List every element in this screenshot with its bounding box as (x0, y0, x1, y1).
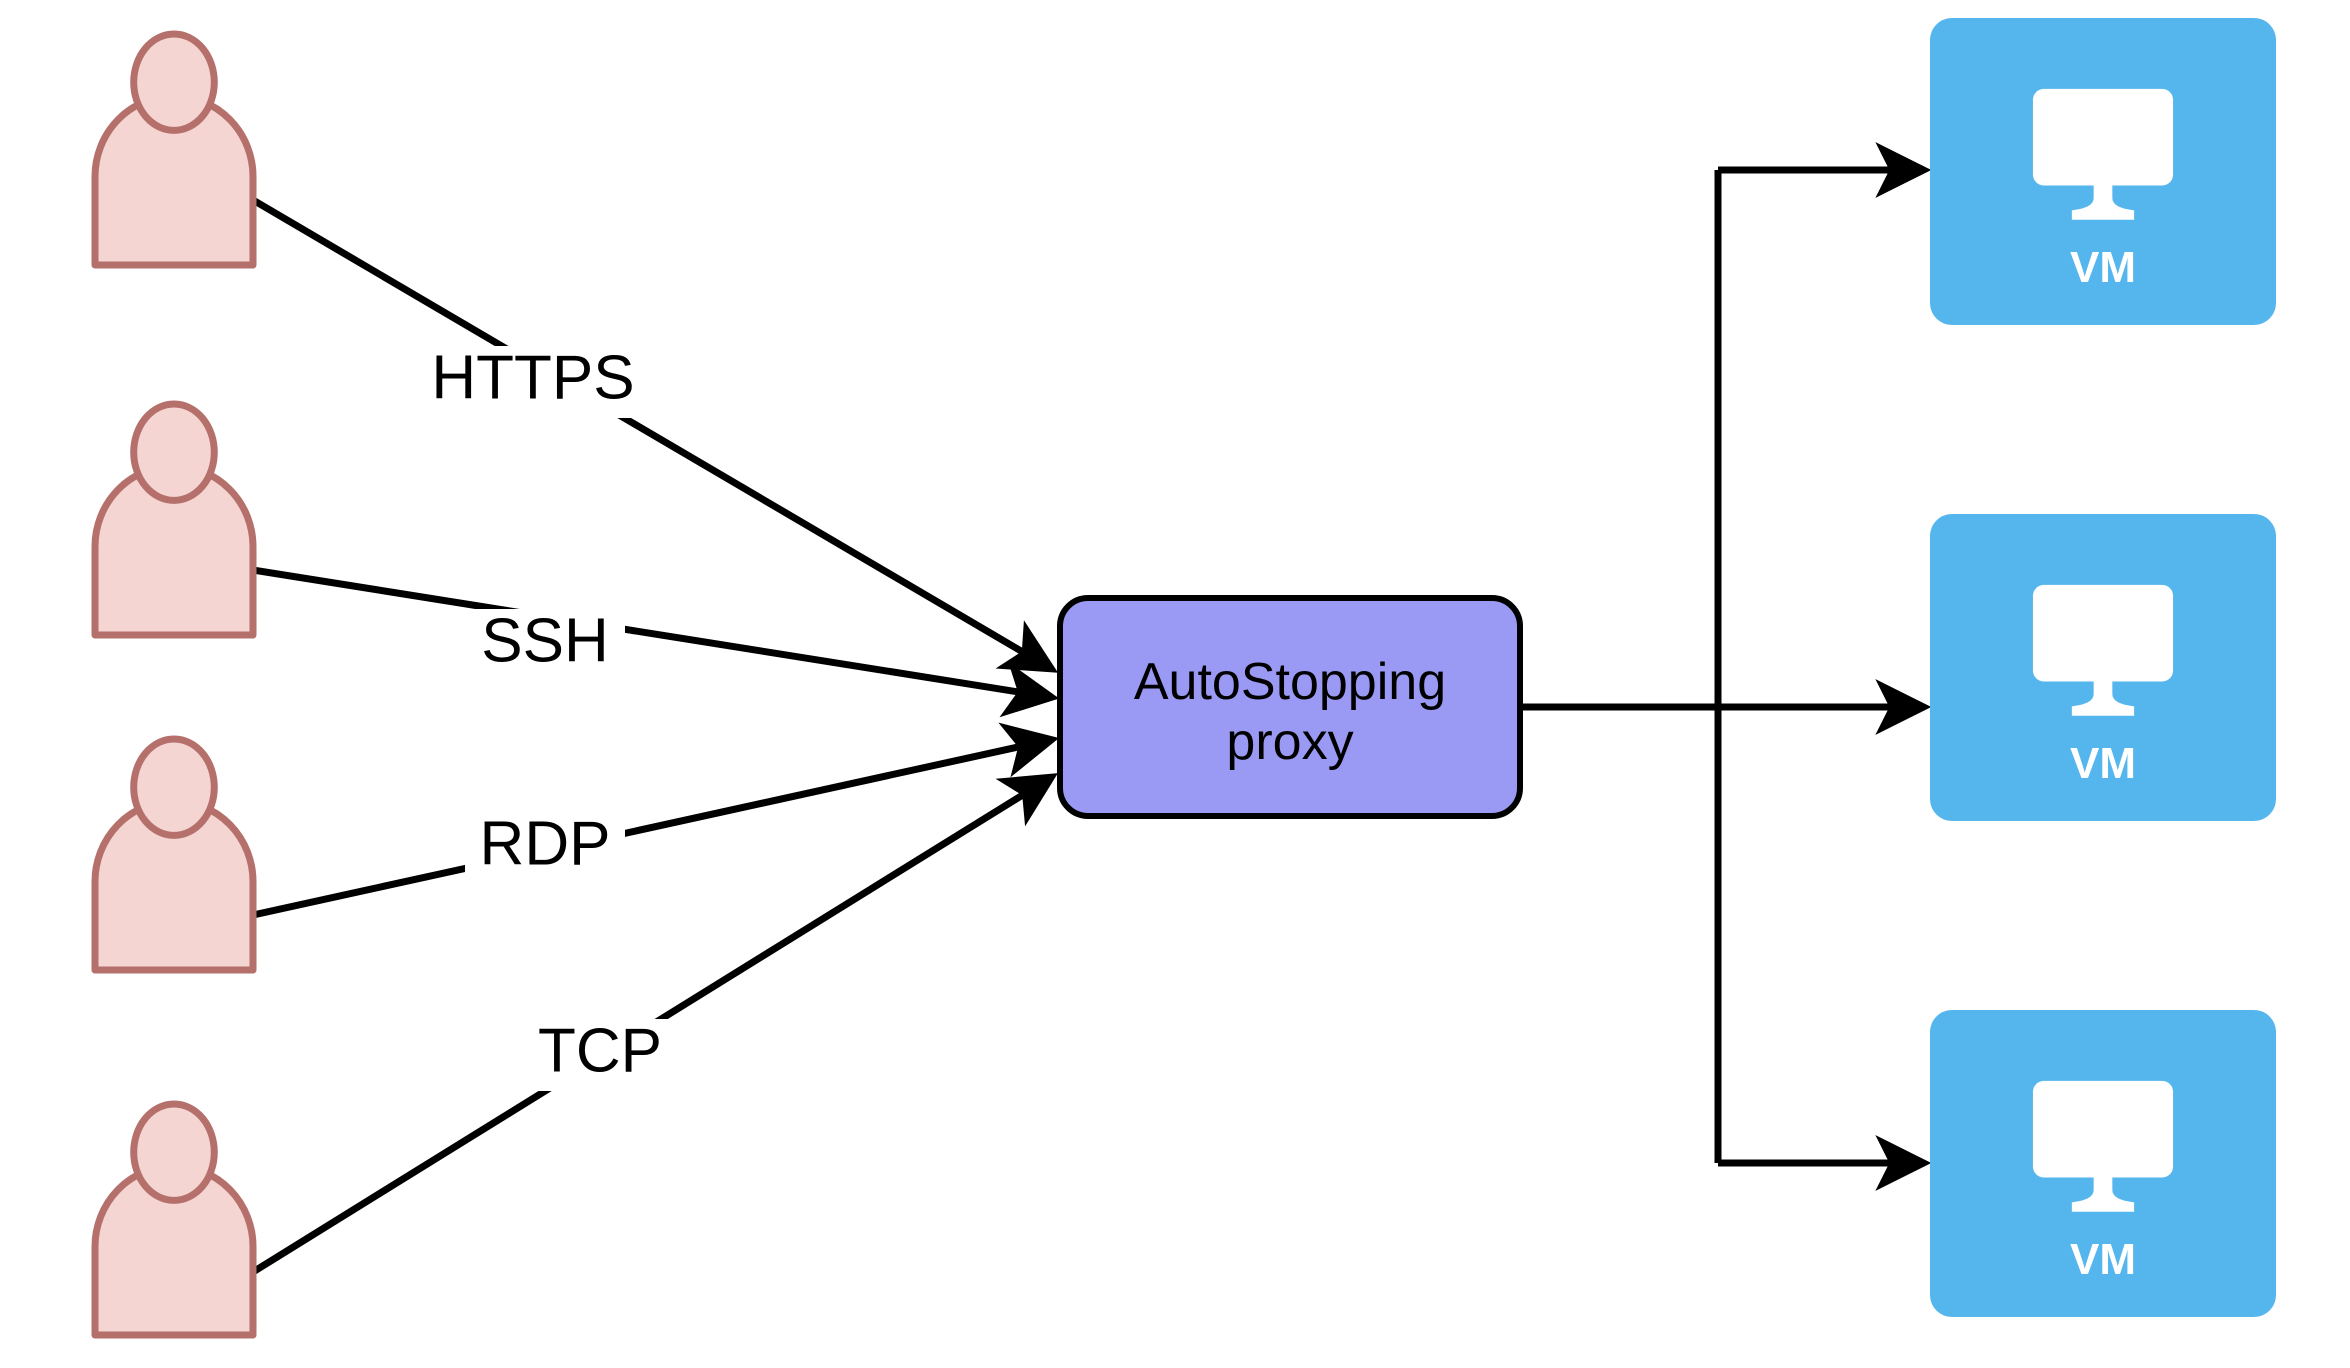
person-icon-head (130, 400, 218, 504)
actor-tcp[interactable] (91, 1100, 257, 1339)
actor-rdp[interactable] (91, 735, 257, 974)
edge-labels-group: HTTPS SSH RDP TCP (419, 343, 676, 1091)
vm-node-3[interactable]: VM (1930, 1010, 2276, 1317)
edge-ssh-label: SSH (481, 606, 608, 675)
vm-label: VM (2070, 1235, 2136, 1284)
edge-tcp-label: TCP (538, 1016, 662, 1085)
edge-ssh-label-group: SSH (465, 606, 625, 681)
edge-https-line (251, 196, 1059, 673)
person-icon-head (130, 1100, 218, 1204)
edge-https-label-backing (419, 346, 647, 418)
edge-https-label-group: HTTPS (419, 343, 647, 418)
edge-tcp-label-group: TCP (524, 1016, 676, 1091)
vm-label: VM (2070, 243, 2136, 292)
vm-node-1[interactable]: VM (1930, 18, 2276, 325)
vm-nodes-group: VM VM VM (1930, 18, 2276, 1317)
autostopping-proxy-node[interactable]: AutoStopping proxy (1057, 595, 1523, 819)
edge-rdp-label-backing (465, 812, 625, 884)
vm-label: VM (2070, 739, 2136, 788)
actors-group (91, 30, 257, 1339)
vm-node-2[interactable]: VM (1930, 514, 2276, 821)
edge-rdp-label: RDP (480, 809, 611, 878)
edge-rdp-label-group: RDP (465, 809, 625, 884)
edge-rdp-line (252, 722, 1060, 919)
proxy-label-line1: AutoStopping (1134, 653, 1446, 711)
edge-ssh-line (252, 566, 1060, 718)
proxy-label-line2: proxy (1226, 713, 1353, 771)
proxy-box[interactable] (1057, 595, 1523, 819)
proxy-to-vm-bus-group (1520, 142, 1932, 1191)
actor-ssh[interactable] (91, 400, 257, 639)
edge-tcp-label-backing (524, 1019, 676, 1091)
edge-ssh-label-backing (465, 609, 625, 681)
client-edges-group (251, 196, 1060, 1275)
person-icon-head (130, 735, 218, 839)
actor-https[interactable] (91, 30, 257, 269)
edge-https-label: HTTPS (431, 343, 634, 412)
person-icon-head (130, 30, 218, 134)
